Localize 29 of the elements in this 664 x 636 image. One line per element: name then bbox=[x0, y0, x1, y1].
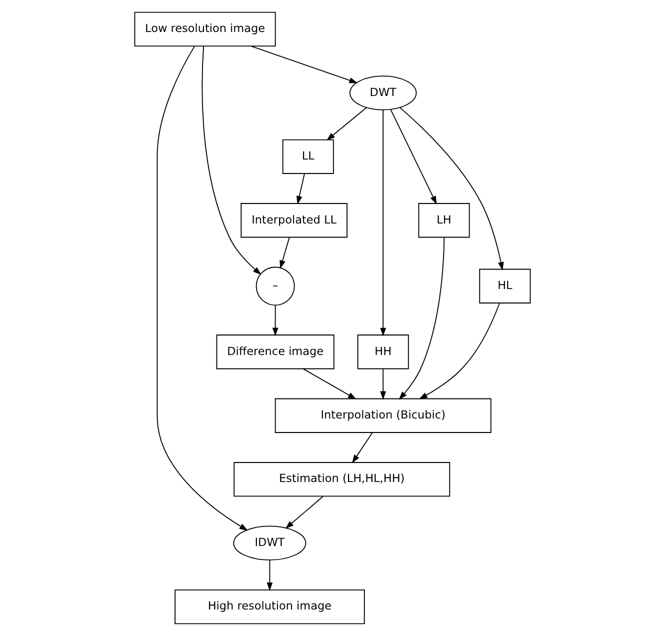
node-box: High resolution image bbox=[174, 589, 364, 624]
arrow bbox=[398, 237, 444, 400]
arrow bbox=[352, 432, 372, 464]
node-box: Low resolution image bbox=[134, 12, 276, 47]
arrow bbox=[266, 560, 272, 591]
arrow bbox=[302, 368, 356, 400]
node-box: LL bbox=[282, 139, 334, 174]
node-box: HH bbox=[356, 334, 408, 370]
node-circle: – bbox=[255, 266, 294, 306]
arrow bbox=[326, 107, 366, 141]
arrow bbox=[418, 302, 500, 400]
arrow bbox=[380, 368, 386, 400]
arrow bbox=[390, 109, 436, 204]
arrow bbox=[250, 46, 358, 84]
node-box: Interpolated LL bbox=[240, 203, 347, 238]
arrow bbox=[272, 304, 278, 336]
arrow bbox=[296, 173, 304, 204]
arrow bbox=[380, 109, 386, 336]
arrow bbox=[398, 107, 504, 271]
node-box: LH bbox=[418, 203, 470, 238]
arrow bbox=[279, 236, 290, 269]
arrow bbox=[284, 496, 323, 529]
node-ellipse: IDWT bbox=[232, 526, 306, 560]
node-box: Difference image bbox=[216, 334, 334, 370]
node-box: HL bbox=[478, 268, 530, 304]
node-box: Interpolation (Bicubic) bbox=[274, 398, 491, 433]
arrow bbox=[156, 46, 248, 531]
node-box: Estimation (LH,HL,HH) bbox=[233, 462, 450, 497]
arrow bbox=[201, 46, 261, 275]
